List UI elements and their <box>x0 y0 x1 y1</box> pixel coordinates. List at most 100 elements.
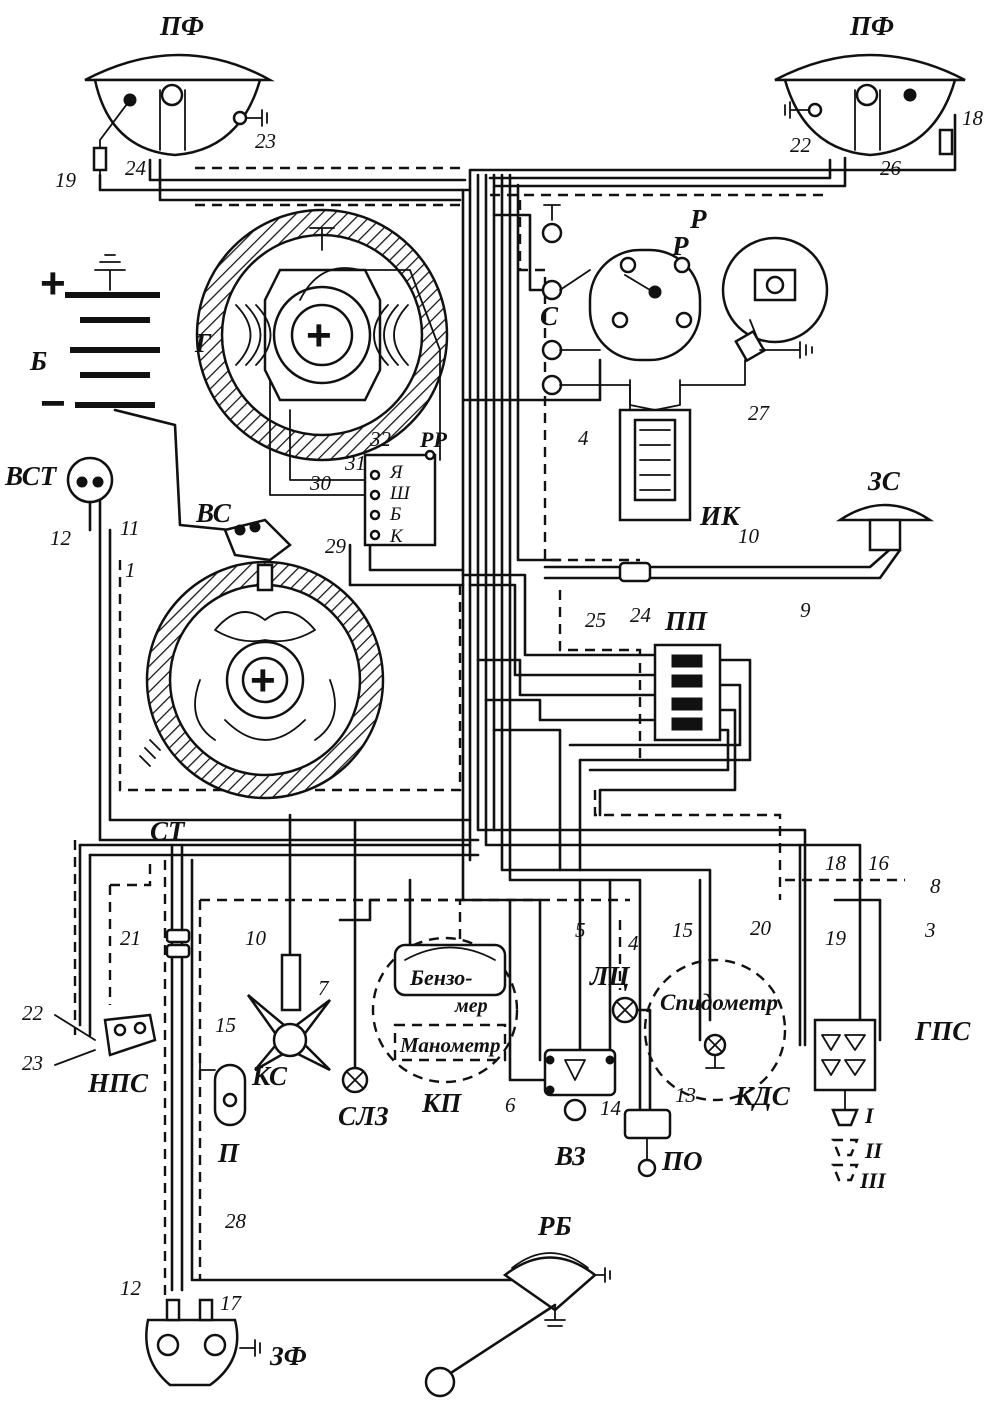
wire-number-14: 14 <box>600 1096 622 1120</box>
lamp-socket: ПО <box>623 1108 703 1178</box>
rheostat: РБ <box>424 1211 611 1398</box>
starter-label: СТ <box>150 816 186 846</box>
wire-number-labels: 19 24 23 18 22 26 4 27 30 31 32 29 12 11… <box>22 106 984 1315</box>
wire-number-13: 13 <box>675 1083 696 1107</box>
headlight-right: ПФ <box>774 11 966 157</box>
wire-number-25: 25 <box>585 608 606 632</box>
pressure-gauge-label: Манометр <box>399 1033 501 1057</box>
wire-number-20: 20 <box>750 916 772 940</box>
wire-number-19b: 19 <box>825 926 847 950</box>
battery: + − Б <box>29 254 232 532</box>
ignition-switch-label: ВЗ <box>554 1141 586 1171</box>
horn-label: ЗС <box>867 466 901 496</box>
rear-lamp: ЗФ <box>145 1298 307 1387</box>
wire-number-8: 8 <box>930 874 941 898</box>
regulator-terminal-k: К <box>389 526 404 547</box>
battery-plus: + <box>40 259 66 308</box>
wire-number-22: 22 <box>790 133 812 157</box>
headlight-left: ПФ <box>84 11 275 176</box>
wire-number-23b: 23 <box>22 1051 43 1075</box>
wire-number-26: 26 <box>880 156 902 180</box>
wire-number-19: 19 <box>55 168 77 192</box>
battery-label: Б <box>29 346 47 376</box>
breaker-unit <box>679 236 829 386</box>
lamp-lc: ЛЦ <box>589 961 639 1024</box>
warning-lamp-label: СЛЗ <box>338 1101 389 1131</box>
wire-number-4: 4 <box>578 426 589 450</box>
light-switch-position-1: I <box>864 1103 875 1128</box>
wire-number-10b: 10 <box>245 926 267 950</box>
cluster-label: КП <box>421 1088 462 1118</box>
generator-label: Г <box>194 328 212 358</box>
starter: + СТ <box>139 560 385 846</box>
ignition-coil-label: ИК <box>699 501 741 531</box>
wire-number-18: 18 <box>962 106 984 130</box>
distributor: Р Р С <box>540 204 707 411</box>
fuse-box-label: ПП <box>664 606 708 636</box>
dimmer-switch-label: НПС <box>87 1068 149 1098</box>
capacitor-label: С <box>540 301 559 331</box>
wire-number-7: 7 <box>318 976 330 1000</box>
lamp-lc-label: ЛЦ <box>589 961 631 991</box>
regulator-relay: Я Ш Б К РР <box>363 427 447 547</box>
wire-number-28: 28 <box>225 1209 247 1233</box>
wire-number-21: 21 <box>120 926 141 950</box>
headlight-left-label: ПФ <box>159 11 204 41</box>
main-harness <box>73 113 957 1300</box>
light-switch: I II III ГПС <box>813 1016 971 1193</box>
generator-plus: + <box>306 311 332 360</box>
wire-number-29: 29 <box>325 534 347 558</box>
headlight-right-label: ПФ <box>849 11 894 41</box>
wire-number-5: 5 <box>575 918 586 942</box>
wire-number-32: 32 <box>369 427 392 451</box>
wire-number-12b: 12 <box>120 1276 142 1300</box>
rheostat-label: РБ <box>537 1211 572 1241</box>
wire-number-24: 24 <box>125 156 147 180</box>
lamp-socket-label: ПО <box>661 1146 703 1176</box>
horn: ЗС <box>835 466 935 552</box>
light-switch-position-2: II <box>864 1138 884 1163</box>
wire-number-12: 12 <box>50 526 72 550</box>
wire-number-6: 6 <box>505 1093 516 1117</box>
warning-lamp: СЛЗ <box>338 1066 389 1131</box>
regulator-relay-label: РР <box>419 427 447 452</box>
regulator-terminal-ya: Я <box>389 462 404 483</box>
regulator-terminal-sh: Ш <box>389 483 411 504</box>
speedometer-label: Спидометр <box>660 990 778 1015</box>
wire-number-17: 17 <box>220 1291 243 1315</box>
dimmer-switch: НПС <box>54 1013 157 1098</box>
trailer-socket-label: ВСТ <box>4 461 58 491</box>
wire-number-22b: 22 <box>22 1001 44 1025</box>
generator: + Г <box>194 208 449 496</box>
wire-number-16: 16 <box>868 851 890 875</box>
light-switch-position-3: III <box>859 1168 887 1193</box>
ignition-switch: ВЗ <box>543 1048 617 1171</box>
fuel-gauge-label-2: мер <box>454 995 488 1017</box>
wire-number-9: 9 <box>800 598 811 622</box>
wire-number-1: 1 <box>125 558 136 582</box>
distributor-label-2: Р <box>671 231 689 261</box>
instrument-cluster: Бензо- мер Манометр КП <box>371 936 519 1118</box>
battery-minus: − <box>40 379 66 428</box>
wire-number-18b: 18 <box>825 851 847 875</box>
plafond: П <box>199 1059 247 1168</box>
speedometer-lamp-label: КДС <box>734 1081 791 1111</box>
wire-number-24b: 24 <box>630 603 652 627</box>
wire-number-11: 11 <box>120 516 139 540</box>
plafond-label: П <box>217 1138 240 1168</box>
light-switch-label: ГПС <box>914 1016 971 1046</box>
wire-number-30: 30 <box>309 471 332 495</box>
fuse-box: ПП <box>653 606 722 742</box>
wire-number-3: 3 <box>924 918 936 942</box>
starter-switch: ВС <box>195 498 292 562</box>
fuel-gauge-label-1: Бензо- <box>409 965 473 990</box>
ignition-coil: ИК <box>618 379 741 531</box>
wire-number-23: 23 <box>255 129 276 153</box>
wire-number-31: 31 <box>344 451 366 475</box>
trailer-socket: ВСТ <box>4 456 114 532</box>
speedometer: Спидометр КДС <box>643 958 791 1111</box>
panel-lamp-label: КС <box>251 1061 288 1091</box>
starter-switch-label: ВС <box>195 498 232 528</box>
wire-number-15b: 15 <box>215 1013 236 1037</box>
